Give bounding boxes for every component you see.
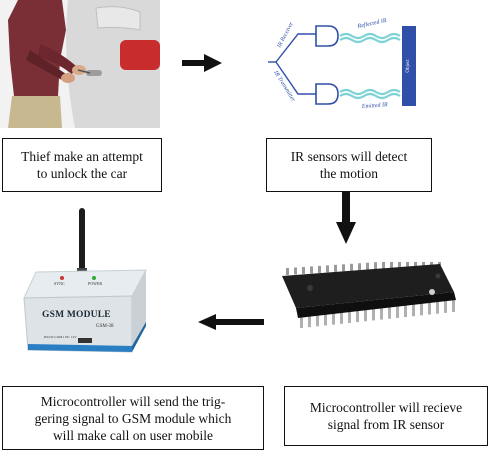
chip-pin [430,262,433,266]
step-2-line-2: the motion [319,166,379,181]
chip-pin [326,265,329,273]
gsm-module-device: SYNC POWER GSM MODULE GSM-38 RS232 COM1 … [16,208,166,356]
chip-pin [374,262,377,270]
step-1-line-1: Thief make an attempt [21,149,143,164]
chip-pin [428,302,431,315]
gsm-led-label-power: POWER [88,281,102,286]
chip-pin [412,304,415,317]
chip-pin [350,263,353,271]
step-2-line-1: IR sensors will detect [290,149,408,164]
step-1-line-2: to unlock the car [36,166,128,181]
chip-pin [308,315,311,328]
thief-unlocking-car-photo [0,0,160,128]
arrow-right-icon [182,54,222,72]
gsm-led-label-sync: SYNC [54,281,65,286]
arrow-left-icon [198,314,264,330]
chip-pin [316,314,319,327]
chip-pin [422,262,425,267]
chip-pin [406,262,409,268]
step-4-line-2: gering signal to GSM module which [34,410,232,426]
chip-pin [340,311,343,324]
chip-pin [332,312,335,325]
chip-pin [372,308,375,321]
chip-pin [324,313,327,326]
chip-pin [310,266,313,274]
chip-pin [302,266,305,274]
chip-pin [396,305,399,318]
chip-pin [348,310,351,323]
chip-pin [452,300,455,312]
step-4-line-3: will make call on user mobile [52,427,214,443]
chip-pin [334,264,337,272]
gsm-module-title: GSM MODULE [42,310,111,320]
chip-pin [436,301,439,314]
microcontroller-chip [282,262,456,328]
step-3-line-2: signal from IR sensor [327,417,445,432]
chip-pin [286,268,289,275]
chip-pin [420,303,423,316]
chip-pin [398,262,401,268]
step-3-box: Microcontroller will recieve signal from… [284,386,488,446]
chip-pin [390,262,393,269]
chip-pin [380,307,383,320]
chip-pin [294,267,297,275]
chip-pin [364,309,367,322]
object-bar [402,26,416,106]
chip-pin [358,263,361,271]
chip-pin [356,310,359,323]
chip-pin [366,262,369,270]
step-1-box: Thief make an attempt to unlock the car [2,138,162,192]
chip-pin [300,316,303,328]
step-2-box: IR sensors will detect the motion [266,138,432,192]
chip-pin [388,306,391,319]
arrow-down-icon [336,190,356,244]
chip-pin [318,265,321,273]
emitted-ir-label: Emitted IR [361,102,389,110]
ir-sensor-diagram: Object IR Receiver IR Transmitter Reflec… [240,4,420,124]
step-4-line-1: Microcontroller will send the trig- [40,393,226,409]
object-label: Object [406,59,411,73]
chip-pin [342,264,345,272]
chip-pin [382,262,385,269]
chip-pin [438,262,441,265]
step-4-box: Microcontroller will send the trig- geri… [2,386,264,450]
chip-pin [404,305,407,318]
chip-pin [414,262,417,267]
chip-pin [444,300,447,313]
step-3-line-1: Microcontroller will recieve [309,400,463,415]
gsm-port-label: RS232 COM1 DC 12V [44,335,77,339]
gsm-module-model: GSM-38 [96,324,114,329]
